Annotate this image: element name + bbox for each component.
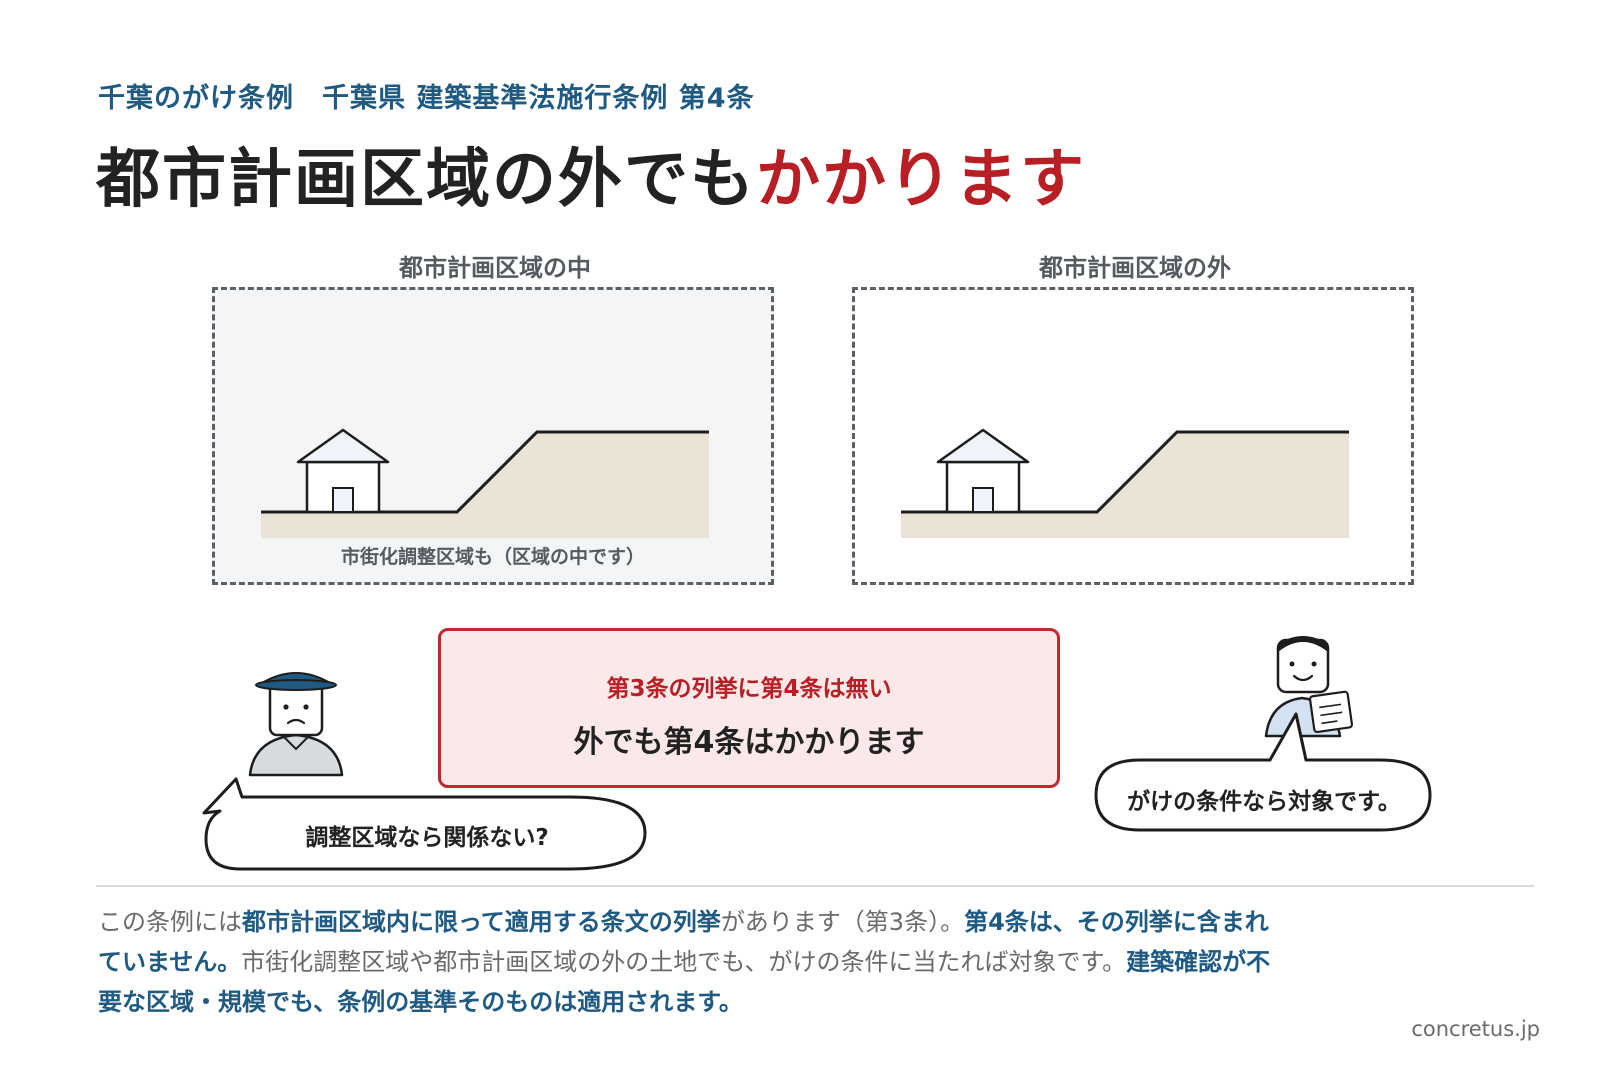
panel-label-outside: 都市計画区域の外 xyxy=(1039,254,1231,282)
inspector-person-figure xyxy=(1094,636,1432,832)
panel-outside-city-area xyxy=(852,287,1414,585)
speech-text-left: 調整区域なら関係ない? xyxy=(305,825,549,851)
speech-bubble-right xyxy=(1094,712,1432,832)
explanation-s4: 第4条は、その列挙に含まれていません。 xyxy=(98,908,1269,976)
house-icon xyxy=(936,428,1030,514)
divider xyxy=(96,885,1534,887)
house-icon xyxy=(296,428,390,514)
speech-text-right: がけの条件なら対象です。 xyxy=(1127,789,1401,815)
panel-note: 市街化調整区域も（区域の中です） xyxy=(340,546,645,568)
ground-block xyxy=(901,432,1349,538)
explanation-s2: 都市計画区域内に限って適用する条文の列挙 xyxy=(242,908,721,936)
ground-block xyxy=(261,432,709,538)
terrain-diagram-outside xyxy=(901,428,1349,538)
explanation-s6: 建築確認が不要な区域・規模でも、条例の基準そのものは適用されます。 xyxy=(98,948,1271,1016)
panel-label-inside: 都市計画区域の中 xyxy=(399,254,591,282)
conclusion-box: 第3条の列挙に第4条は無い 外でも第4条はかかります xyxy=(438,628,1060,788)
explanation-s3: があります（第3条）。 xyxy=(720,908,965,936)
conclusion-statement: 外でも第4条はかかります xyxy=(573,725,925,760)
page-title: 都市計画区域の外でもかかります xyxy=(96,128,1086,220)
speech-bubble-left xyxy=(202,777,647,871)
terrain-diagram-inside xyxy=(261,428,709,538)
panel-inside-city-area: 市街化調整区域も（区域の中です） xyxy=(212,287,774,585)
inspector-person-icon xyxy=(1264,636,1354,738)
explanation-paragraph: この条例には都市計画区域内に限って適用する条文の列挙があります（第3条）。第4条… xyxy=(98,902,1288,1022)
worried-person-figure xyxy=(202,672,647,871)
explanation-s5: 市街化調整区域や都市計画区域の外の土地でも、がけの条件に当たれば対象です。 xyxy=(241,948,1127,976)
conclusion-reason: 第3条の列挙に第4条は無い xyxy=(606,676,892,702)
explanation-s1: この条例には xyxy=(98,908,242,936)
title-main: 都市計画区域の外でも xyxy=(96,143,756,217)
site-credit: concretus.jp xyxy=(1411,1017,1540,1041)
title-accent: かかります xyxy=(756,143,1086,217)
worried-person-icon xyxy=(248,672,344,777)
subtitle: 千葉のがけ条例 千葉県 建築基準法施行条例 第4条 xyxy=(98,83,755,114)
